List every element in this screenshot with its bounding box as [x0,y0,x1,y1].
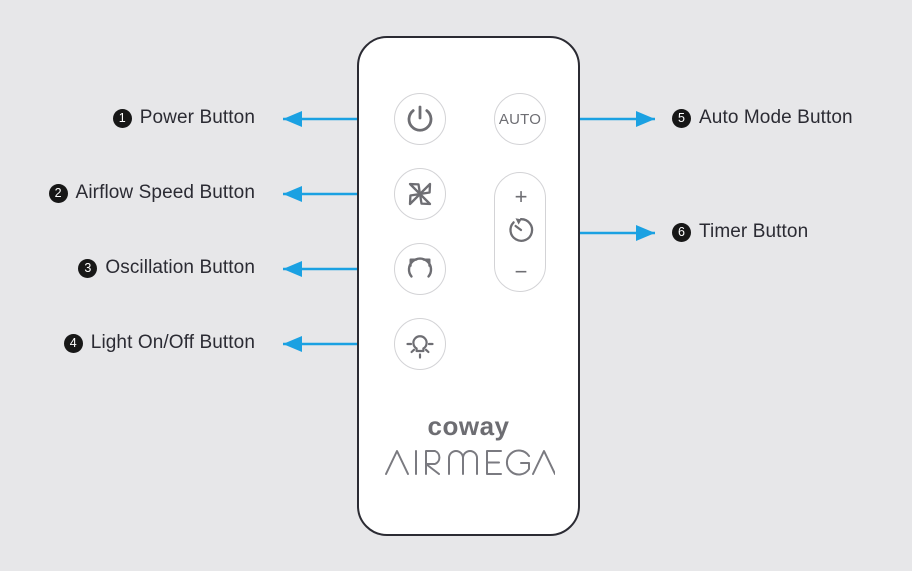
callout-badge-6: 6 [672,222,691,242]
callout-badge-5: 5 [672,108,691,128]
callout-light-onoff: 4 Light On/Off Button [63,332,255,354]
auto-mode-label: AUTO [498,110,542,128]
timer-decrease-label[interactable]: − [514,259,528,284]
callout-label-power: Power Button [139,107,255,128]
oscillation-icon [407,257,433,278]
power-icon [407,105,433,132]
leader-arrow-airflow [283,186,302,202]
brand-airmega-text [357,445,580,479]
callout-auto-mode: 5 Auto Mode Button [672,107,853,129]
callout-badge-1: 1 [112,108,132,128]
leader-arrow-power [283,111,302,127]
callout-badge-3: 3 [78,258,98,278]
callout-label-timer: Timer Button [699,221,809,242]
leader-arrow-light [283,336,302,352]
timer-increase-label[interactable]: + [514,184,528,209]
fan-blade-icon [408,182,432,206]
timer-button[interactable]: + − [494,172,546,292]
auto-mode-button[interactable]: AUTO [494,93,546,145]
leader-arrow-timer [636,225,655,241]
callout-power: 1 Power Button [112,107,255,129]
callout-airflow-speed: 2 Airflow Speed Button [48,182,255,204]
callout-oscillation: 3 Oscillation Button [78,257,255,279]
light-bulb-icon [406,335,434,359]
airmega-wordmark-icon [384,449,555,476]
oscillation-button[interactable] [394,243,446,295]
timer-clock-icon-wrap [506,215,536,245]
airflow-speed-button[interactable] [394,168,446,220]
brand-logo: coway [357,412,580,479]
callout-badge-2: 2 [48,183,68,203]
callout-timer: 6 Timer Button [672,221,808,243]
power-button[interactable] [394,93,446,145]
brand-coway-text: coway [427,411,510,441]
callout-label-auto-mode: Auto Mode Button [699,107,853,128]
callout-label-airflow-speed: Airflow Speed Button [75,182,255,203]
callout-label-light-onoff: Light On/Off Button [90,332,255,353]
callout-badge-4: 4 [63,333,83,353]
leader-arrow-oscillation [283,261,302,277]
timer-clock-icon [509,218,534,242]
leader-arrow-auto [636,111,655,127]
light-onoff-button[interactable] [394,318,446,370]
callout-label-oscillation: Oscillation Button [105,257,255,278]
